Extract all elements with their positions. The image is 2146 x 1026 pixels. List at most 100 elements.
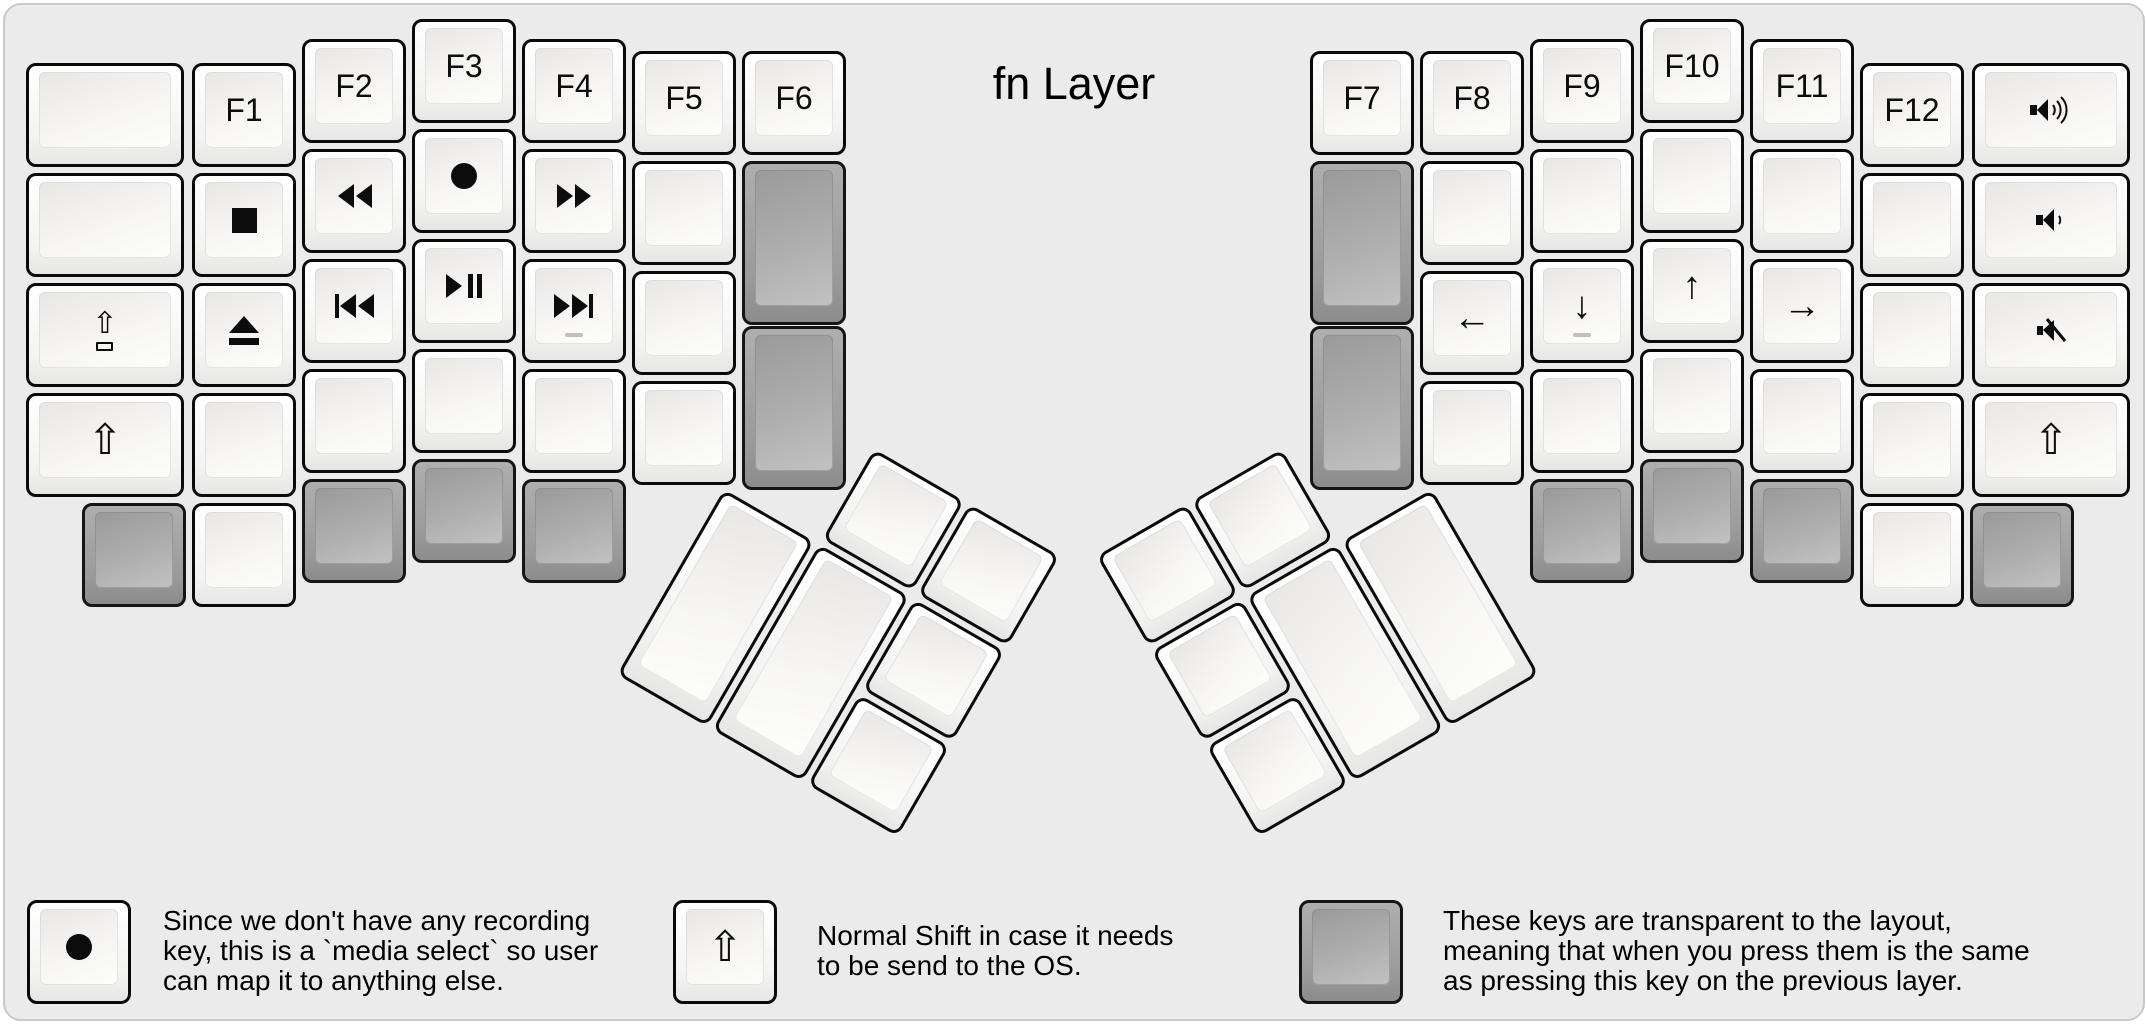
keycap-face	[425, 138, 503, 214]
keycap-face	[1983, 512, 2061, 588]
keycap-face	[425, 248, 503, 324]
keycap-face	[535, 488, 613, 564]
keycap-face: F2	[315, 48, 393, 124]
key-transparent	[1530, 479, 1634, 583]
key-shift-lock: ⇧	[26, 283, 184, 387]
keycap-face	[1873, 182, 1951, 258]
keycap-face: F10	[1653, 28, 1731, 104]
keycap-face	[425, 468, 503, 544]
key-label: F9	[1563, 67, 1601, 104]
homing-dash	[565, 333, 583, 337]
key-blank	[1860, 283, 1964, 387]
keycap-face	[425, 358, 503, 434]
key-arrow-down: ↓	[1530, 259, 1634, 363]
layout-page: fn Layer ⇧ ⇧ F1 F2 F3 F4 F5 F6 F7 F8 ← F9 ↓ F10 ↑ F11 → F…	[3, 3, 2145, 1021]
key-f2: F2	[302, 39, 406, 143]
shift-icon: ⇧	[2033, 416, 2069, 463]
keycap-face	[1207, 463, 1313, 569]
key-fast-forward	[522, 149, 626, 253]
shift-lock-icon: ⇧	[92, 309, 118, 351]
key-blank	[1640, 129, 1744, 233]
key-f11: F11	[1750, 39, 1854, 143]
keycap-face	[1323, 335, 1401, 471]
legend-text-transparent: These keys are transparent to the layout…	[1443, 906, 2030, 996]
key-label: F1	[225, 91, 263, 128]
key-f6: F6	[742, 51, 846, 155]
key-play-pause	[412, 239, 516, 343]
key-blank	[412, 349, 516, 453]
key-label: F6	[775, 79, 813, 116]
keycap-face: F6	[755, 60, 833, 136]
keycap-face	[205, 402, 283, 478]
key-blank	[1420, 161, 1524, 265]
key-label: F10	[1664, 47, 1720, 84]
key-blank	[192, 503, 296, 607]
volume-down-icon	[2034, 205, 2068, 235]
key-transparent	[1970, 503, 2074, 607]
volume-up-icon	[2028, 95, 2075, 125]
keycap-face	[1873, 292, 1951, 368]
keycap-face	[1873, 402, 1951, 478]
key-transparent	[522, 479, 626, 583]
record-icon	[64, 932, 94, 962]
keycap-face	[535, 378, 613, 454]
legend-line: meaning that when you press them is the …	[1443, 935, 2030, 966]
keycap-face	[1763, 378, 1841, 454]
keycap-face	[1543, 158, 1621, 234]
key-record	[412, 129, 516, 233]
legend-line: as pressing this key on the previous lay…	[1443, 965, 1963, 996]
page-title: fn Layer	[992, 58, 1156, 109]
record-icon	[449, 161, 479, 191]
key-blank	[1640, 349, 1744, 453]
keycap-face: F4	[535, 48, 613, 124]
legend-key-shift: ⇧	[673, 900, 777, 1004]
keycap-face: F5	[645, 60, 723, 136]
keycap-face: ←	[1433, 280, 1511, 356]
keycap-face	[205, 182, 283, 258]
keycap-face: F12	[1873, 72, 1951, 148]
shift-icon: ⇧	[87, 416, 123, 463]
keycap-face: →	[1763, 268, 1841, 344]
legend-line: Since we don't have any recording	[163, 905, 591, 936]
key-label: F3	[445, 47, 483, 84]
key-blank	[632, 271, 736, 375]
keycap-face	[1653, 138, 1731, 214]
keycap-face	[1653, 358, 1731, 434]
stop-icon	[231, 207, 258, 234]
key-label: F2	[335, 67, 373, 104]
keycap-face	[645, 280, 723, 356]
key-transparent	[742, 161, 846, 325]
key-f5: F5	[632, 51, 736, 155]
keycap-face	[39, 72, 171, 148]
keycap-face	[1985, 182, 2117, 258]
keycap-face	[843, 463, 949, 569]
arrow-down-icon: ↓	[1572, 285, 1592, 327]
key-shift: ⇧	[1972, 393, 2130, 497]
keycap-face	[828, 708, 934, 814]
key-f8: F8	[1420, 51, 1524, 155]
key-blank	[1420, 381, 1524, 485]
key-transparent	[302, 479, 406, 583]
key-blank	[1860, 503, 1964, 607]
keycap-face: F8	[1433, 60, 1511, 136]
key-eject	[192, 283, 296, 387]
key-f4: F4	[522, 39, 626, 143]
rewind-icon	[336, 183, 373, 209]
keycap-face	[1112, 518, 1218, 624]
key-blank	[192, 393, 296, 497]
keycap-face: F7	[1323, 60, 1401, 136]
keycap-face: ↑	[1653, 248, 1731, 324]
key-blank	[522, 369, 626, 473]
key-shift: ⇧	[26, 393, 184, 497]
keycap-face	[1985, 72, 2117, 148]
key-f1: F1	[192, 63, 296, 167]
keycap-face: ⇧	[686, 909, 764, 985]
keycap-face: F1	[205, 72, 283, 148]
key-next-track	[522, 259, 626, 363]
key-volume-down	[1972, 173, 2130, 277]
key-f10: F10	[1640, 19, 1744, 123]
lock-bar	[96, 342, 114, 351]
key-blank	[632, 381, 736, 485]
keycap-face	[535, 158, 613, 234]
legend-line: can map it to anything else.	[163, 965, 504, 996]
